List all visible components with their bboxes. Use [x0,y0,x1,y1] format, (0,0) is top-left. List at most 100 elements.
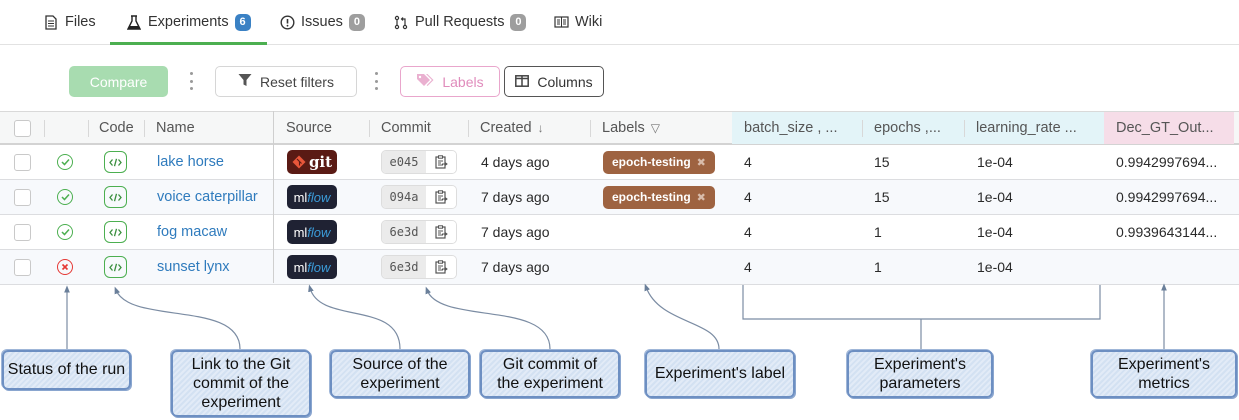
filter-icon [238,73,252,90]
header-metric-dec-gt[interactable]: Dec_GT_Out... [1104,112,1234,144]
header-code-label: Code [99,120,134,136]
sort-descending-icon[interactable]: ↓ [537,121,544,135]
file-icon [43,14,59,30]
code-link-button[interactable] [104,151,127,173]
label-tag-text: epoch-testing [612,155,691,169]
annotation-metrics: Experiment's metrics [1091,350,1237,398]
row-select-cell [14,250,31,284]
annotation-text: Experiment's label [654,365,786,383]
learning-rate-cell: 1e-04 [977,180,1013,214]
experiment-name-link[interactable]: sunset lynx [157,259,230,275]
copy-clipboard-icon[interactable] [426,221,456,243]
header-epochs-label: epochs ,... [874,120,941,136]
copy-clipboard-icon[interactable] [426,151,456,173]
mlflow-ml-text: ml [293,224,308,240]
code-link-button[interactable] [104,256,127,278]
tab-label: Pull Requests [415,14,505,30]
row-checkbox[interactable] [14,153,31,171]
commit-hash[interactable]: e045 [382,151,426,173]
commit-cell: e045 [381,145,457,179]
alert-circle-icon [279,14,295,30]
commit-chip: e045 [381,150,457,174]
code-cell [104,215,127,249]
batch-size-cell: 4 [744,145,752,179]
label-tag[interactable]: epoch-testing ✖ [603,150,715,174]
annotation-git-commit: Git commit of the experiment [480,350,620,398]
remove-label-icon[interactable]: ✖ [696,156,706,169]
dec-gt-metric-cell: 0.9939643144... [1116,215,1217,249]
commit-hash[interactable]: 6e3d [382,221,426,243]
tab-issues[interactable]: Issues 0 [279,0,365,44]
header-commit[interactable]: Commit [369,112,468,144]
success-check-icon [57,154,73,170]
pull-request-icon [393,14,409,30]
tags-icon [416,73,434,90]
remove-label-icon[interactable]: ✖ [696,191,706,204]
tab-pull-requests[interactable]: Pull Requests 0 [393,0,527,44]
batch-size-value: 4 [744,154,752,170]
select-all-cell [14,112,44,144]
header-labels[interactable]: Labels ▽ [590,112,732,144]
code-link-button[interactable] [104,186,127,208]
header-param-learning-rate[interactable]: learning_rate ... [964,112,1104,144]
created-time: 4 days ago [481,154,550,170]
annotation-status-of-run: Status of the run [2,350,131,390]
header-param-batch-size[interactable]: batch_size , ... [732,112,862,144]
row-checkbox[interactable] [14,223,31,241]
tab-files[interactable]: Files [43,0,96,44]
header-commit-label: Commit [381,120,431,136]
header-created[interactable]: Created ↓ [468,112,590,144]
code-icon [109,193,122,201]
header-name[interactable]: Name [144,112,273,144]
label-tag-text: epoch-testing [612,190,691,204]
issues-count-badge: 0 [348,13,365,31]
experiment-name-link[interactable]: lake horse [157,154,224,170]
labels-button[interactable]: Labels [400,66,500,97]
header-learning-rate-label: learning_rate ... [976,120,1077,136]
copy-clipboard-icon[interactable] [426,186,456,208]
dec-gt-metric-cell: 0.9942997694... [1116,145,1217,179]
tab-wiki[interactable]: Wiki [553,0,602,44]
columns-icon [515,74,530,90]
more-options-icon[interactable] [374,72,378,90]
status-cell [57,250,73,284]
header-param-epochs[interactable]: epochs ,... [862,112,964,144]
commit-cell: 6e3d [381,250,457,284]
filter-outline-icon[interactable]: ▽ [650,121,660,135]
experiment-name-link[interactable]: voice caterpillar [157,189,258,205]
epochs-cell: 15 [874,180,890,214]
select-all-checkbox[interactable] [14,119,31,137]
header-status [44,112,88,144]
epochs-value: 1 [874,224,882,240]
header-source[interactable]: Source [274,112,369,144]
learning-rate-value: 1e-04 [977,259,1013,275]
copy-clipboard-icon[interactable] [426,256,456,278]
tab-experiments[interactable]: Experiments 6 [110,0,267,45]
compare-button[interactable]: Compare [69,66,168,97]
code-link-button[interactable] [104,221,127,243]
commit-chip: 6e3d [381,220,457,244]
commit-hash[interactable]: 094a [382,186,426,208]
header-source-label: Source [286,120,332,136]
success-check-icon [57,224,73,240]
row-checkbox[interactable] [14,188,31,206]
header-code[interactable]: Code [88,112,144,144]
more-options-icon[interactable] [189,72,193,90]
experiment-name-link[interactable]: fog macaw [157,224,228,240]
commit-hash[interactable]: 6e3d [382,256,426,278]
dec-gt-value: 0.9942997694... [1116,189,1218,205]
row-checkbox[interactable] [14,258,31,276]
dec-gt-metric-cell: 0.9942997694... [1116,180,1217,214]
columns-button[interactable]: Columns [504,66,604,97]
epochs-value: 15 [874,189,890,205]
reset-filters-button[interactable]: Reset filters [215,66,357,97]
created-time: 7 days ago [481,224,550,240]
header-dec-gt-label: Dec_GT_Out... [1116,120,1214,136]
learning-rate-value: 1e-04 [977,224,1013,240]
label-tag[interactable]: epoch-testing ✖ [603,185,715,209]
